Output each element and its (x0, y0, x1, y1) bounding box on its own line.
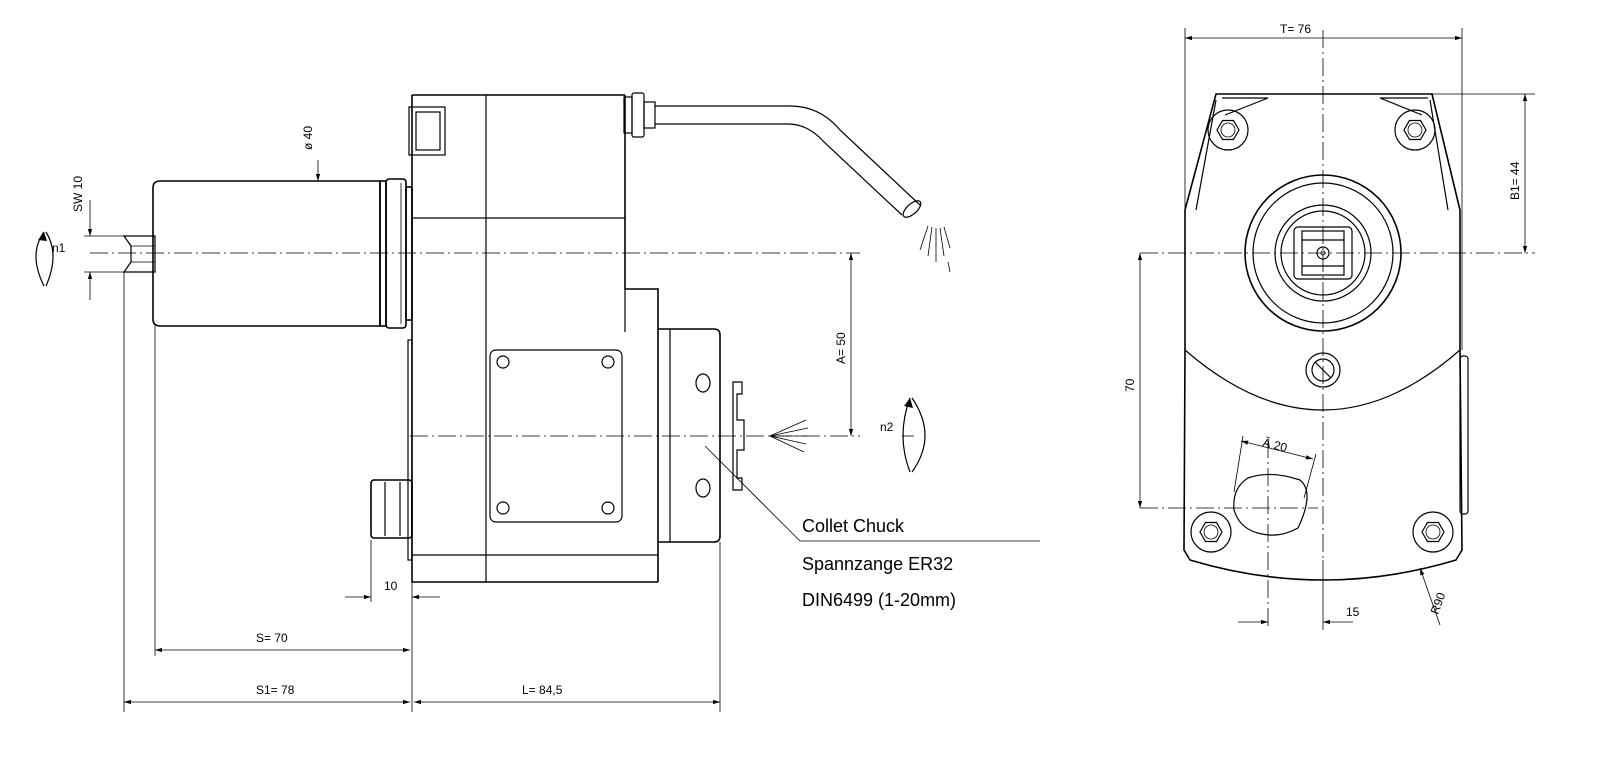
rotation-symbol-n1 (35, 231, 54, 287)
cable-gland (623, 92, 951, 273)
a-dimension-label: A= 50 (834, 332, 848, 364)
ten-dimension-label: 10 (384, 579, 398, 593)
bolt-bottom-left (1190, 511, 1232, 553)
collet-flange (658, 328, 745, 543)
n1-label: n1 (52, 241, 66, 255)
s1-dimension-label: S1= 78 (256, 683, 295, 697)
l-dimension-label: L= 84,5 (522, 683, 563, 697)
side-view: n1 SW 10 ø 40 A= 50 n2 10 (35, 92, 1040, 712)
b1-dimension-label: B1= 44 (1508, 161, 1522, 200)
t-dimension-label: T= 76 (1280, 22, 1311, 36)
collet-window (1233, 473, 1308, 536)
sw-label: SW 10 (71, 176, 85, 212)
bolt-top-right (1394, 109, 1436, 151)
seventy-dimension-label: 70 (1123, 378, 1137, 392)
s-dimension-label: S= 70 (256, 631, 288, 645)
note-line-2: Spannzange ER32 (802, 554, 953, 574)
cylinder-housing (152, 178, 413, 329)
angle-label: Ă 20 (1261, 434, 1289, 455)
diameter-label: ø 40 (301, 126, 315, 150)
r90-label: R90 (1428, 590, 1449, 616)
gearbox-housing (370, 94, 659, 583)
bolt-bottom-right (1412, 511, 1454, 553)
bolt-top-left (1207, 109, 1249, 151)
rotation-symbol-n2 (902, 397, 926, 473)
drive-shaft (122, 235, 156, 273)
note-line-3: DIN6499 (1-20mm) (802, 590, 956, 610)
n2-label: n2 (880, 420, 894, 434)
front-outline (1183, 93, 1463, 581)
front-view: T= 76 B1= 44 70 Ă 20 15 R90 (1123, 22, 1535, 630)
note-line-1: Collet Chuck (802, 516, 905, 536)
fifteen-dimension-label: 15 (1346, 605, 1360, 619)
